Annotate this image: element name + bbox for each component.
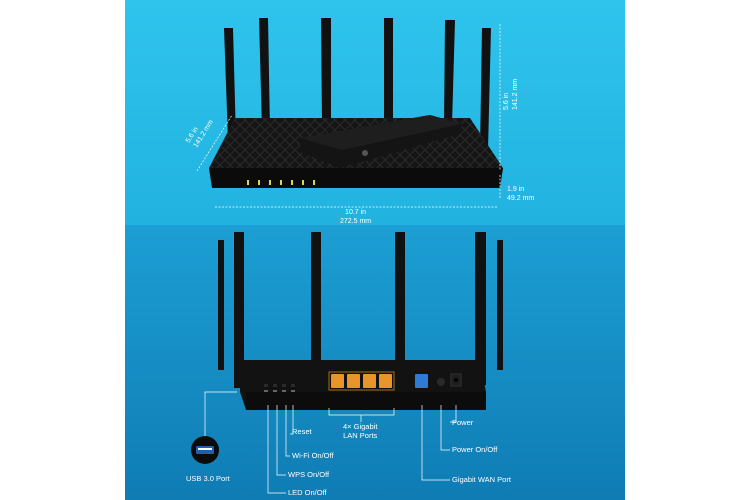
router-front-view	[209, 18, 503, 188]
wps-label: WPS On/Off	[288, 470, 330, 479]
power-switch-label: Power On/Off	[452, 445, 498, 454]
reset-label: Reset	[292, 427, 312, 436]
width-label: 10.7 in 272.5 mm	[340, 208, 371, 226]
power-label: Power	[452, 418, 474, 427]
led-label: LED On/Off	[288, 488, 327, 497]
usb-port-icon	[191, 436, 219, 464]
logo-icon	[362, 150, 368, 156]
lan-ports	[331, 374, 392, 388]
thickness-label: 1.9 in 49.2 mm	[507, 185, 534, 203]
height-label: 5.6 in 141.2 mm	[502, 79, 520, 110]
thickness-in: 1.9 in	[507, 186, 525, 193]
width-mm: 272.5 mm	[340, 218, 372, 225]
callout-lines	[204, 391, 457, 494]
lan-label-line2: LAN Ports	[343, 431, 378, 440]
router-back-view	[218, 232, 503, 410]
height-in: 5.6 in	[503, 92, 510, 110]
thickness-mm: 49.2 mm	[507, 195, 535, 202]
wan-label: Gigabit WAN Port	[452, 475, 511, 484]
lan-label-line1: 4× Gigabit	[343, 422, 378, 431]
lan-label: 4× Gigabit LAN Ports	[343, 422, 377, 440]
wifi-label: Wi-Fi On/Off	[292, 451, 334, 460]
dimension-lines	[196, 24, 501, 208]
usb-label: USB 3.0 Port	[186, 474, 230, 483]
wan-port	[415, 374, 428, 388]
width-in: 10.7 in	[345, 209, 367, 216]
height-mm: 141.2 mm	[512, 78, 519, 110]
power-switch	[437, 378, 445, 386]
